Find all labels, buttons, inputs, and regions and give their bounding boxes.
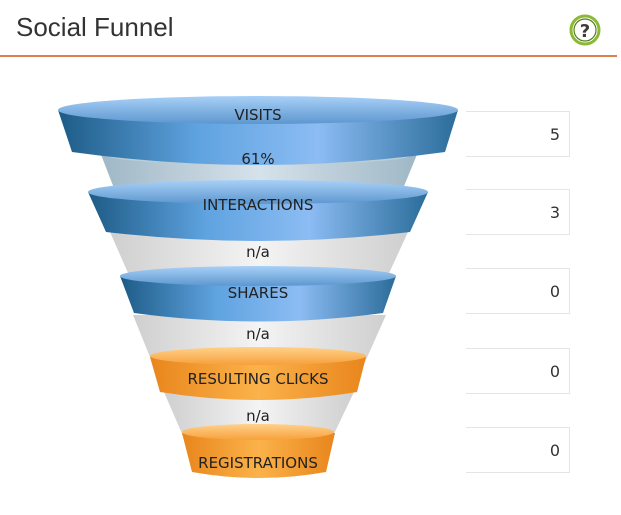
funnel-stage-shares xyxy=(120,266,396,322)
funnel-stage-resulting-clicks xyxy=(150,347,366,400)
stage-label-visits: VISITS xyxy=(234,106,282,124)
funnel-stage-interactions xyxy=(88,180,428,241)
stage-label-resulting-clicks: RESULTING CLICKS xyxy=(187,370,329,388)
connector-4 xyxy=(164,392,354,436)
stage-value: 0 xyxy=(549,441,560,460)
panel-header: Social Funnel ? xyxy=(0,0,617,57)
stage-label-registrations: REGISTRATIONS xyxy=(198,454,318,472)
conversion-rate-4: n/a xyxy=(246,407,270,425)
conversion-rate-1: 61% xyxy=(241,150,275,168)
stage-value-visits: 5 xyxy=(466,111,570,157)
question-circle-icon[interactable]: ? xyxy=(569,14,601,46)
funnel-stage-registrations xyxy=(182,424,335,478)
panel-title: Social Funnel xyxy=(16,12,174,42)
stage-value-resulting-clicks: 0 xyxy=(466,348,570,394)
stage-value-registrations: 0 xyxy=(466,427,570,473)
svg-text:?: ? xyxy=(580,21,590,42)
stage-label-interactions: INTERACTIONS xyxy=(202,196,314,214)
conversion-rate-2: n/a xyxy=(246,243,270,261)
conversion-rate-3: n/a xyxy=(246,325,270,343)
stage-value: 3 xyxy=(549,203,560,222)
stage-label-shares: SHARES xyxy=(227,284,289,302)
stage-value: 0 xyxy=(549,362,560,381)
stage-value-shares: 0 xyxy=(466,268,570,314)
funnel-stage-visits xyxy=(58,96,458,165)
stage-value: 0 xyxy=(549,282,560,301)
stage-value-interactions: 3 xyxy=(466,189,570,235)
stage-value: 5 xyxy=(549,125,560,144)
